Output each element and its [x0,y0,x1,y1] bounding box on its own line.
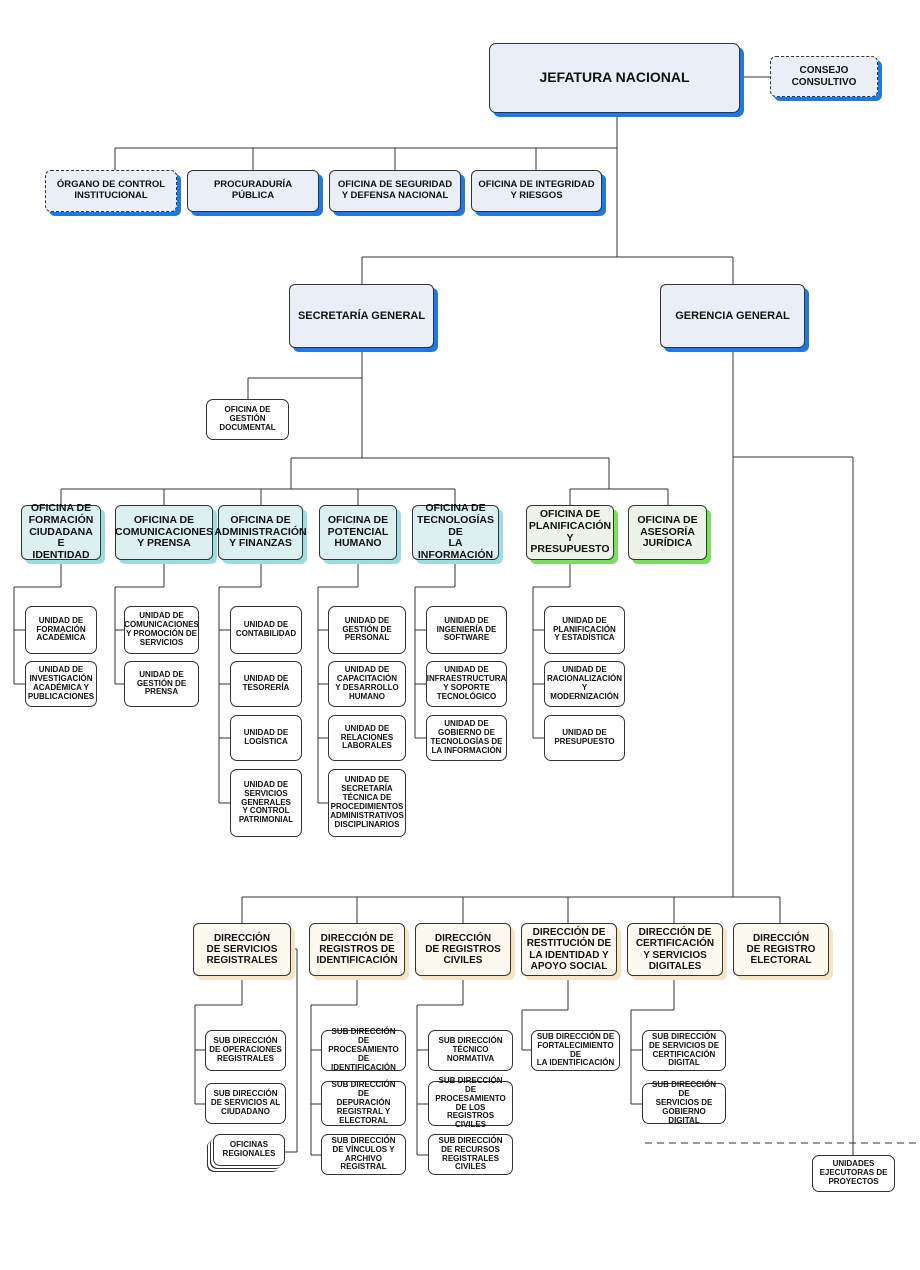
sub-operaciones-registrales-box: SUB DIRECCIÓN DE OPERACIONES REGISTRALES [205,1030,286,1071]
sub-procesamiento-identificacion-box: SUB DIRECCIÓN DE PROCESAMIENTO DE IDENTI… [321,1027,406,1072]
consejo-consultivo-box: CONSEJO CONSULTIVO [770,56,878,97]
unidad-racionalizacion-box: UNIDAD DE RACIONALIZACIÓN Y MODERNIZACIÓ… [544,661,625,707]
oficina-administracion-box: OFICINA DE ADMINISTRACIÓN Y FINANZAS [214,505,307,560]
sub-depuracion-box: SUB DIRECCIÓN DE DEPURACIÓN REGISTRAL Y … [321,1080,406,1126]
direccion-registros-civiles-box: DIRECCIÓN DE REGISTROS CIVILES [415,923,511,976]
oficina-comunicaciones-box: OFICINA DE COMUNICACIONES Y PRENSA [115,505,213,560]
unidad-secretaria-tecnica-box: UNIDAD DE SECRETARÍA TÉCNICA DE PROCEDIM… [328,769,406,837]
unidad-gestion-prensa-box: UNIDAD DE GESTIÓN DE PRENSA [124,661,199,707]
organo-control-box: ÓRGANO DE CONTROL INSTITUCIONAL [45,170,177,212]
sub-procesamiento-civiles-box: SUB DIRECCIÓN DE PROCESAMIENTO DE LOS RE… [428,1076,513,1129]
sub-gobierno-digital-box: SUB DIRECCIÓN DE SERVICIOS DE GOBIERNO D… [642,1080,726,1125]
sub-servicios-certificacion-box: SUB DIRECCIÓN DE SERVICIOS DE CERTIFICAC… [642,1030,726,1071]
procuraduria-box: PROCURADURÍA PÚBLICA [187,170,319,212]
oficina-potencial-humano-box: OFICINA DE POTENCIAL HUMANO [319,505,397,560]
sub-servicios-ciudadano-box: SUB DIRECCIÓN DE SERVICIOS AL CIUDADANO [205,1083,286,1124]
oficina-asesoria-box: OFICINA DE ASESORÍA JURÍDICA [628,505,707,560]
unidad-planificacion-estadistica-box: UNIDAD DE PLANIFICACIÓN Y ESTADÍSTICA [544,606,625,654]
secretaria-general-box: SECRETARÍA GENERAL [289,284,434,348]
sub-tecnico-normativa-box: SUB DIRECCIÓN TÉCNICO NORMATIVA [428,1030,513,1071]
direccion-restitucion-box: DIRECCIÓN DE RESTITUCIÓN DE LA IDENTIDAD… [521,923,617,976]
gestion-documental-box: OFICINA DE GESTIÓN DOCUMENTAL [206,399,289,440]
integridad-riesgos-box: OFICINA DE INTEGRIDAD Y RIESGOS [471,170,602,212]
unidad-relaciones-laborales-box: UNIDAD DE RELACIONES LABORALES [328,715,406,761]
unidad-capacitacion-box: UNIDAD DE CAPACITACIÓN Y DESARROLLO HUMA… [328,661,406,707]
unidad-servicios-generales-box: UNIDAD DE SERVICIOS GENERALES Y CONTROL … [230,769,302,837]
unidad-investigacion-box: UNIDAD DE INVESTIGACIÓN ACADÉMICA Y PUBL… [25,661,97,707]
unidad-ingenieria-software-box: UNIDAD DE INGENIERÍA DE SOFTWARE [426,606,507,654]
unidad-gestion-personal-box: UNIDAD DE GESTIÓN DE PERSONAL [328,606,406,654]
unidad-gobierno-ti-box: UNIDAD DE GOBIERNO DE TECNOLOGÍAS DE LA … [426,715,507,761]
seguridad-defensa-box: OFICINA DE SEGURIDAD Y DEFENSA NACIONAL [329,170,461,212]
sub-recursos-civiles-box: SUB DIRECCIÓN DE RECURSOS REGISTRALES CI… [428,1134,513,1175]
oficina-formacion-box: OFICINA DE FORMACIÓN CIUDADANA E IDENTID… [21,502,101,561]
unidad-contabilidad-box: UNIDAD DE CONTABILIDAD [230,606,302,654]
sub-vinculos-archivo-box: SUB DIRECCIÓN DE VÍNCULOS Y ARCHIVO REGI… [321,1134,406,1175]
oficina-tecnologias-box: OFICINA DE TECNOLOGÍAS DE LA INFORMACIÓN [412,502,499,561]
unidades-ejecutoras-box: UNIDADES EJECUTORAS DE PROYECTOS [812,1155,895,1192]
gerencia-general-box: GERENCIA GENERAL [660,284,805,348]
unidad-infraestructura-box: UNIDAD DE INFRAESTRUCTURA Y SOPORTE TECN… [426,661,507,707]
unidad-logistica-box: UNIDAD DE LOGÍSTICA [230,715,302,761]
direccion-registros-identificacion-box: DIRECCIÓN DE REGISTROS DE IDENTIFICACIÓN [309,923,405,976]
direccion-servicios-registrales-box: DIRECCIÓN DE SERVICIOS REGISTRALES [193,923,291,976]
direccion-certificacion-box: DIRECCIÓN DE CERTIFICACIÓN Y SERVICIOS D… [627,923,723,976]
sub-fortalecimiento-box: SUB DIRECCIÓN DE FORTALECIMIENTO DE LA I… [531,1030,620,1071]
unidad-comunicaciones-promocion-box: UNIDAD DE COMUNICACIONES Y PROMOCIÓN DE … [124,606,199,654]
unidad-formacion-academica-box: UNIDAD DE FORMACIÓN ACADÉMICA [25,606,97,654]
oficina-planificacion-box: OFICINA DE PLANIFICACIÓN Y PRESUPUESTO [526,505,614,560]
unidad-presupuesto-box: UNIDAD DE PRESUPUESTO [544,715,625,761]
unidad-tesoreria-box: UNIDAD DE TESORERÍA [230,661,302,707]
direccion-registro-electoral-box: DIRECCIÓN DE REGISTRO ELECTORAL [733,923,829,976]
jefatura-nacional-box: JEFATURA NACIONAL [489,43,740,113]
oficinas-regionales-box: OFICINAS REGIONALES [213,1134,285,1166]
